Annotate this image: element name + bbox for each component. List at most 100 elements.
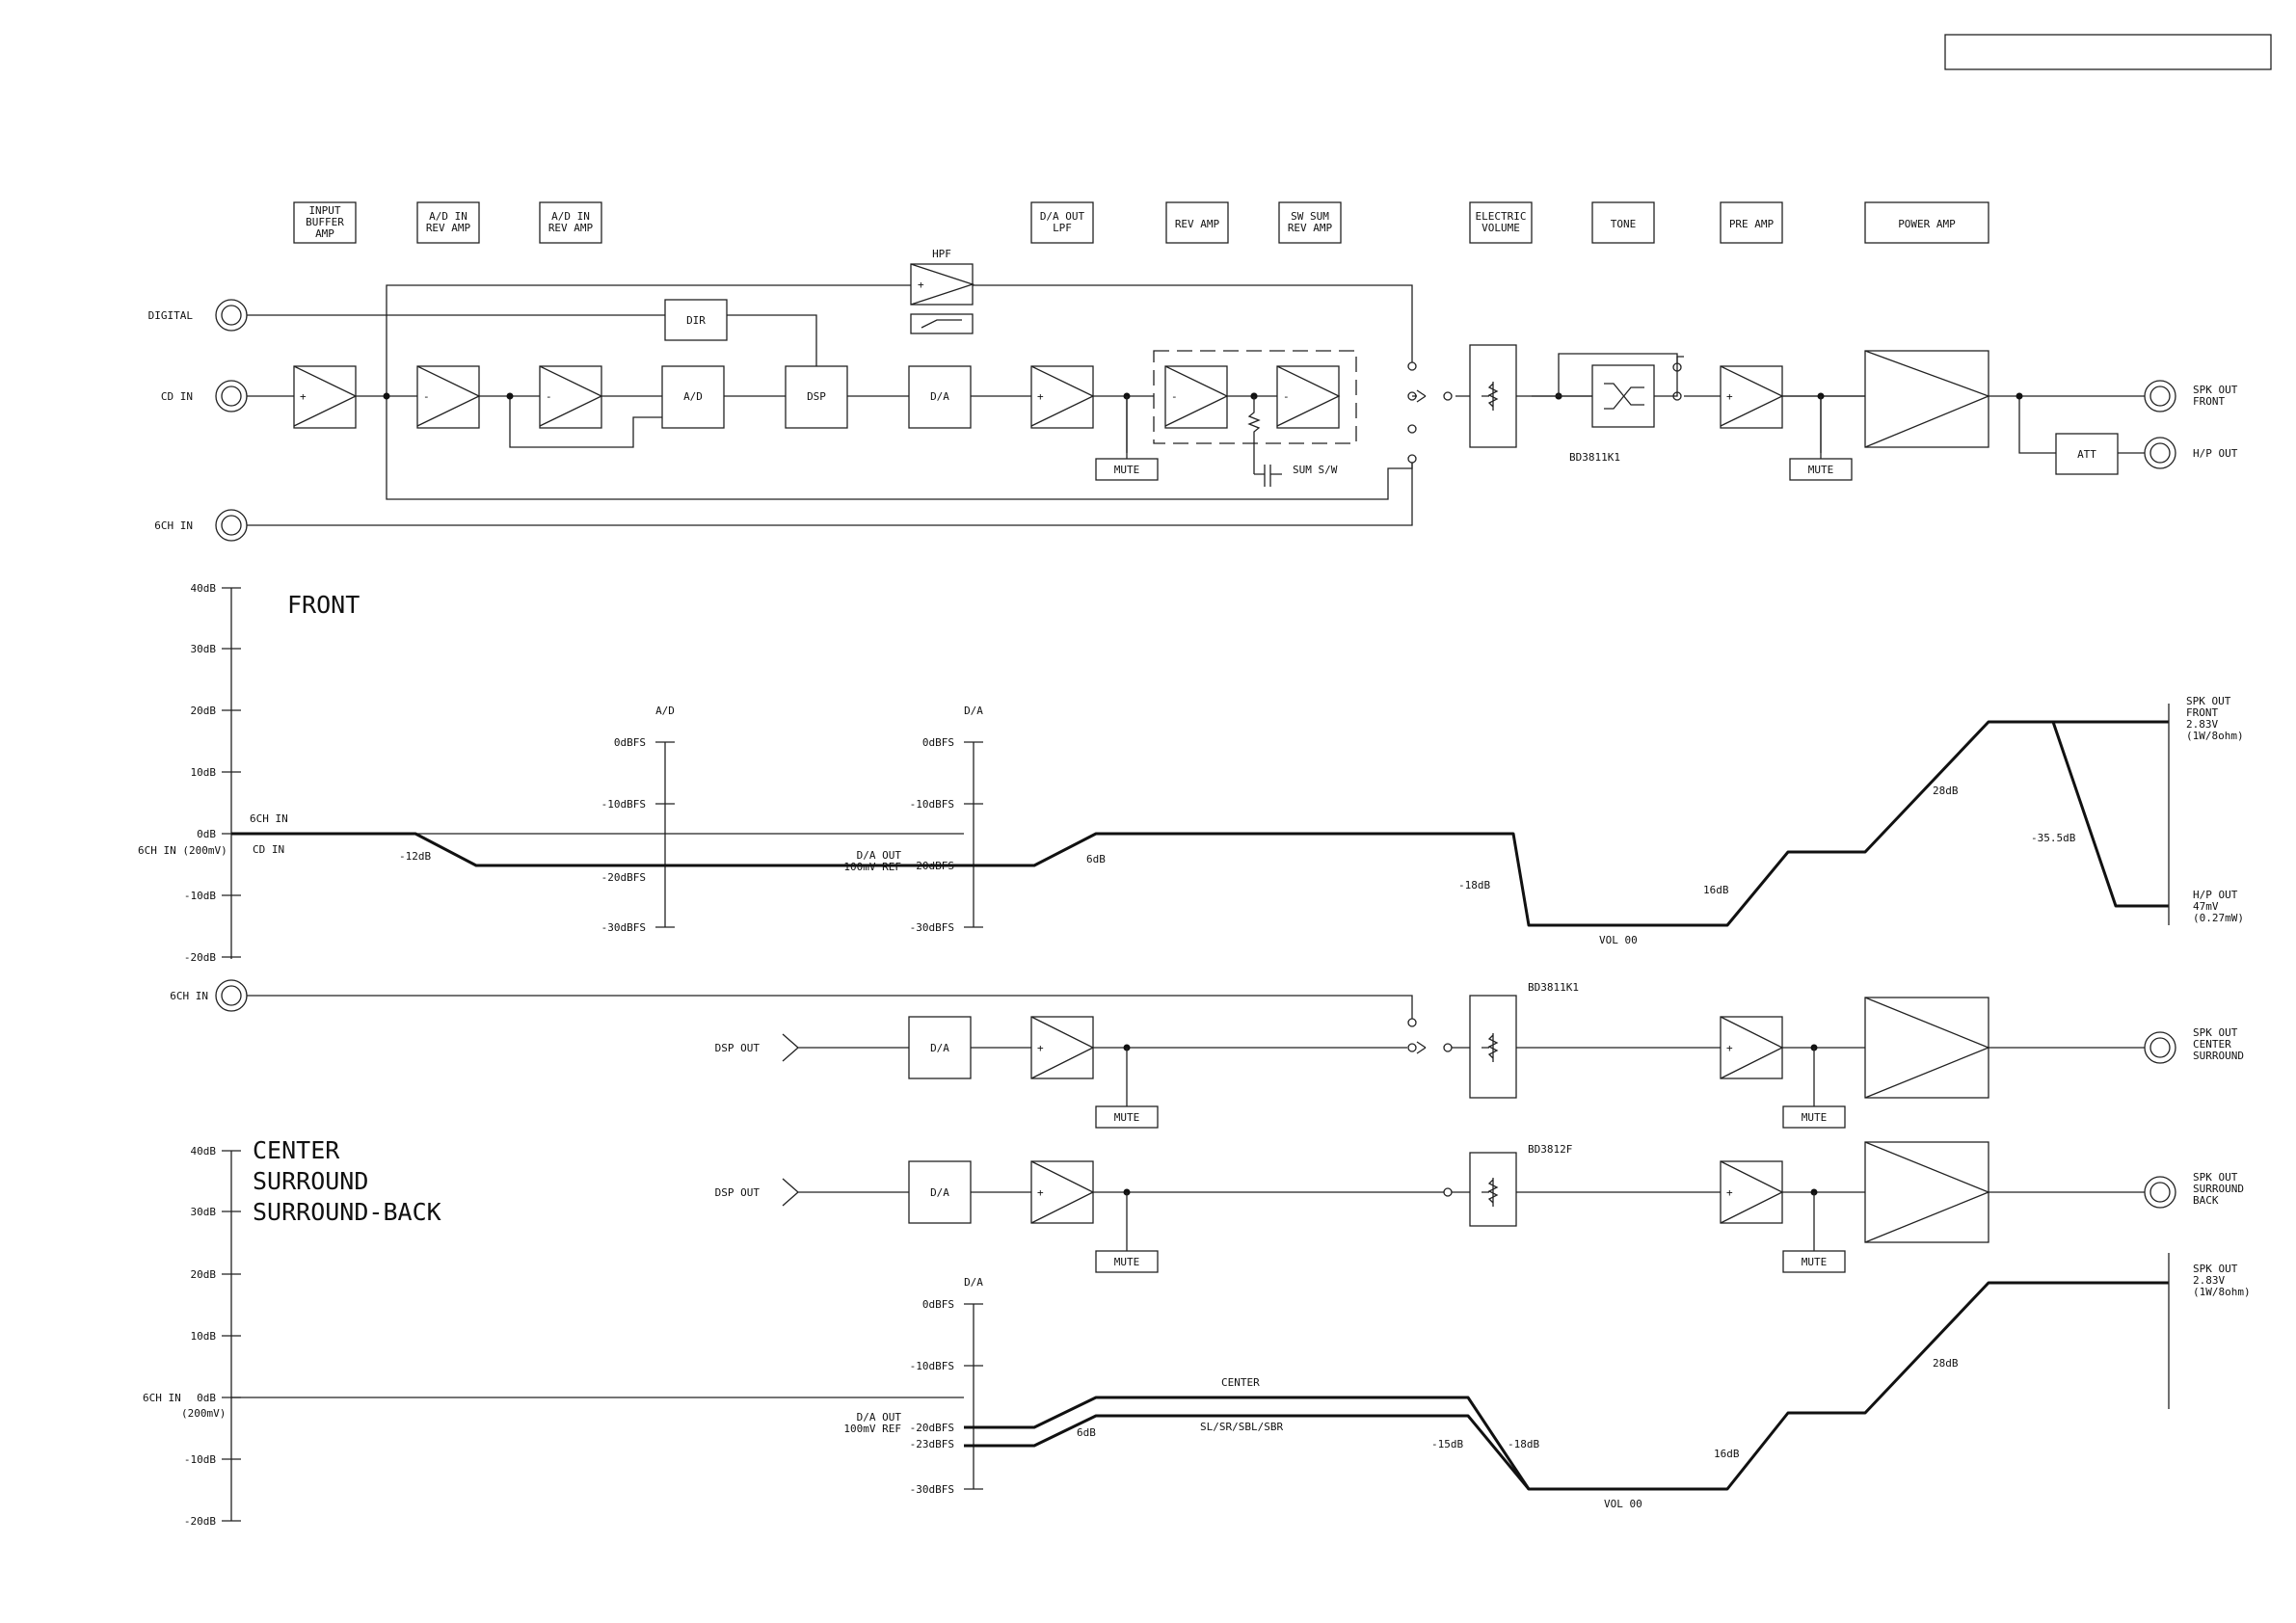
svg-text:MUTE: MUTE (1114, 1111, 1140, 1124)
svg-text:CD IN: CD IN (253, 843, 284, 856)
svg-text:SUM S/W: SUM S/W (1293, 464, 1338, 476)
hdr-pre-amp: PRE AMP (1729, 218, 1775, 230)
front-db-axis: 40dB 30dB 20dB 10dB 0dB -10dB -20dB 6CH … (138, 582, 241, 964)
svg-text:+: + (300, 390, 307, 403)
svg-text:-18dB: -18dB (1508, 1438, 1539, 1450)
svg-text:-30dBFS: -30dBFS (601, 921, 646, 934)
hdr-rev-amp: REV AMP (1175, 218, 1220, 230)
svg-text:+: + (1726, 1042, 1733, 1054)
svg-text:-20dBFS: -20dBFS (910, 1422, 954, 1434)
svg-text:-10dBFS: -10dBFS (910, 1360, 954, 1372)
svg-text:6CH IN: 6CH IN (154, 519, 193, 532)
svg-text:ATT: ATT (2077, 448, 2096, 461)
svg-text:VOL 00: VOL 00 (1599, 934, 1638, 946)
digital-jack (215, 299, 248, 332)
svg-text:20dB: 20dB (191, 705, 217, 717)
svg-text:A/D: A/D (655, 705, 675, 717)
svg-text:30dB: 30dB (191, 1206, 217, 1218)
spk-out-center-jack (2144, 1031, 2176, 1064)
hdr-tone: TONE (1611, 218, 1637, 230)
svg-text:-20dB: -20dB (184, 951, 216, 964)
svg-text:VOL 00: VOL 00 (1604, 1498, 1642, 1510)
spk-out-front-jack (2144, 380, 2176, 412)
svg-text:40dB: 40dB (191, 1145, 217, 1157)
surround-level-curve (964, 1414, 1531, 1490)
svg-text:-15dB: -15dB (1431, 1438, 1463, 1450)
svg-text:MUTE: MUTE (1802, 1256, 1828, 1268)
svg-text:-: - (546, 390, 552, 403)
svg-text:16dB: 16dB (1703, 884, 1729, 896)
svg-text:-30dBFS: -30dBFS (910, 1483, 954, 1496)
svg-text:DIGITAL: DIGITAL (148, 309, 194, 322)
spk-out-back-jack (2144, 1176, 2176, 1209)
svg-text:MUTE: MUTE (1114, 1256, 1140, 1268)
svg-text:-: - (1283, 390, 1290, 403)
svg-text:BD3811K1: BD3811K1 (1528, 981, 1579, 994)
svg-text:CD IN: CD IN (161, 390, 193, 403)
svg-text:-10dB: -10dB (184, 890, 216, 902)
svg-text:30dB: 30dB (191, 643, 217, 655)
svg-text:-10dBFS: -10dBFS (601, 798, 646, 811)
svg-text:(200mV): (200mV) (181, 1407, 226, 1420)
center-signal-chain: 6CH IN DSP OUT D/A + MUTE BD3811K1 + MUT… (170, 979, 2244, 1273)
front-title: FRONT (287, 591, 360, 619)
svg-text:20dB: 20dB (191, 1268, 217, 1281)
svg-text:+: + (1037, 1042, 1044, 1054)
svg-text:-35.5dB: -35.5dB (2031, 832, 2076, 844)
front-level-diagram: FRONT 40dB 30dB 20dB 10dB 0dB -10dB -20d… (138, 582, 2244, 964)
svg-text:D/A: D/A (930, 390, 949, 403)
cd-in-jack (215, 380, 248, 412)
svg-text:0dBFS: 0dBFS (922, 736, 954, 749)
svg-text:0dBFS: 0dBFS (614, 736, 646, 749)
svg-text:0dBFS: 0dBFS (922, 1298, 954, 1311)
ch6-in-jack (215, 509, 248, 542)
svg-text:-23dBFS: -23dBFS (910, 1438, 954, 1450)
svg-text:-12dB: -12dB (399, 850, 431, 863)
center-db-axis: 40dB 30dB 20dB 10dB 0dB -10dB -20dB 6CH … (143, 1145, 241, 1528)
title-block (1944, 34, 2272, 70)
svg-text:+: + (1726, 390, 1733, 403)
svg-text:DIR: DIR (686, 314, 706, 327)
svg-text:MUTE: MUTE (1808, 464, 1834, 476)
svg-text:BD3812F: BD3812F (1528, 1143, 1572, 1156)
front-signal-chain: DIGITAL CD IN 6CH IN + HPF (148, 248, 2238, 542)
svg-text:+: + (1037, 390, 1044, 403)
svg-text:-: - (1171, 390, 1178, 403)
svg-text:6CH IN: 6CH IN (170, 990, 208, 1002)
svg-text:DSP: DSP (807, 390, 826, 403)
svg-text:6CH IN: 6CH IN (143, 1392, 181, 1404)
svg-text:6dB: 6dB (1077, 1426, 1096, 1439)
svg-text:-30dBFS: -30dBFS (910, 921, 954, 934)
center-level-curve (964, 1281, 2169, 1491)
svg-text:D/A: D/A (930, 1042, 949, 1054)
svg-text:MUTE: MUTE (1114, 464, 1140, 476)
svg-text:DSP OUT: DSP OUT (715, 1186, 761, 1199)
svg-text:D/A: D/A (964, 705, 983, 717)
svg-text:D/A: D/A (930, 1186, 949, 1199)
svg-text:10dB: 10dB (191, 1330, 217, 1343)
svg-text:0dB: 0dB (197, 828, 216, 840)
svg-text:28dB: 28dB (1933, 1357, 1959, 1370)
svg-text:HPF: HPF (932, 248, 951, 260)
svg-text:CENTER: CENTER (1221, 1376, 1260, 1389)
svg-text:0dB: 0dB (197, 1392, 216, 1404)
svg-text:H/P OUT: H/P OUT (2193, 447, 2238, 460)
svg-text:28dB: 28dB (1933, 785, 1959, 797)
